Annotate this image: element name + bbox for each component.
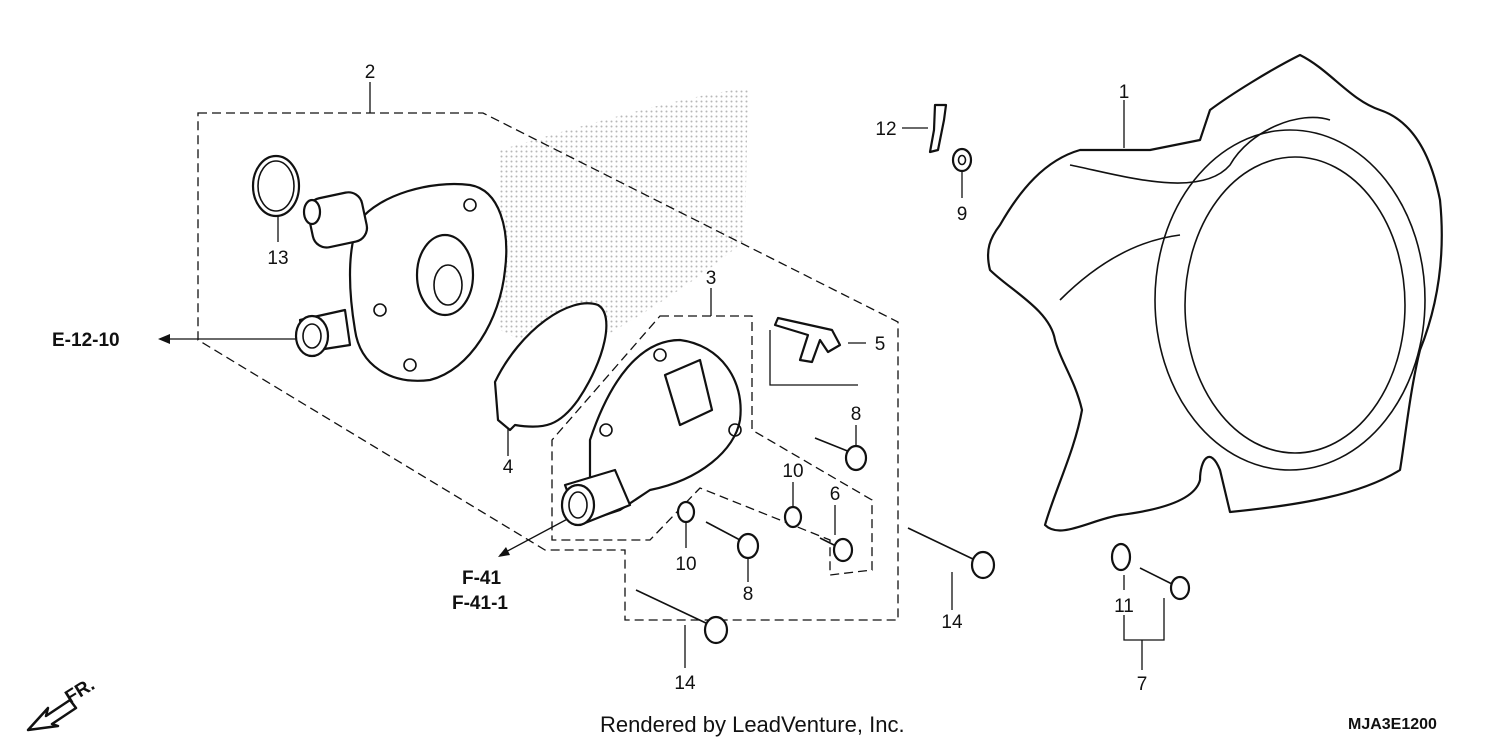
diagram-code: MJA3E1200 bbox=[1348, 716, 1437, 733]
callout-8-upper: 8 bbox=[851, 404, 862, 425]
clip-part-12 bbox=[928, 103, 948, 154]
washer-part-10-left bbox=[676, 500, 696, 524]
callout-10-right: 10 bbox=[782, 461, 803, 482]
reference-e-12-10[interactable]: E-12-10 bbox=[52, 330, 120, 351]
credit-text: Rendered by LeadVenture, Inc. bbox=[600, 712, 905, 737]
assembly-2-dashed-frame bbox=[197, 112, 899, 621]
callout-10-left: 10 bbox=[675, 554, 696, 575]
side-cover-round-housing bbox=[1154, 129, 1426, 471]
callout-5: 5 bbox=[875, 334, 886, 355]
side-cover-part-1 bbox=[986, 53, 1443, 532]
grommet-part-11 bbox=[1110, 542, 1132, 572]
bracket-part-5 bbox=[773, 316, 842, 364]
bolt-part-6 bbox=[819, 537, 854, 563]
bolt-part-7 bbox=[1139, 567, 1191, 601]
callout-3: 3 bbox=[706, 268, 717, 289]
bolt-part-8-upper bbox=[814, 437, 868, 472]
callout-4: 4 bbox=[503, 457, 514, 478]
grommet-part-9-hole bbox=[957, 154, 967, 166]
callout-12: 12 bbox=[875, 119, 896, 140]
gasket-part-4 bbox=[493, 302, 608, 432]
stipple-shading bbox=[500, 88, 748, 360]
callout-2: 2 bbox=[365, 62, 376, 83]
assembly-3-dashed-frame bbox=[551, 315, 873, 576]
bolt-part-8-lower bbox=[705, 521, 760, 560]
callout-1: 1 bbox=[1119, 82, 1130, 103]
pump-cover-part-3 bbox=[560, 338, 742, 527]
callout-13: 13 bbox=[267, 248, 288, 269]
callout-11: 11 bbox=[1114, 596, 1134, 617]
side-cover-round-housing-inner bbox=[1184, 156, 1406, 454]
grommet-part-9 bbox=[951, 147, 973, 173]
callout-14-center: 14 bbox=[941, 612, 963, 633]
callout-6: 6 bbox=[830, 484, 841, 505]
reference-f-41-1[interactable]: F-41-1 bbox=[452, 593, 508, 614]
long-bolt-part-14-center bbox=[907, 527, 996, 580]
reference-labels: E-12-10 F-41 F-41-1 bbox=[52, 330, 508, 614]
callout-8-lower: 8 bbox=[743, 584, 754, 605]
leader-lines bbox=[158, 82, 1165, 670]
washer-part-10-right bbox=[783, 505, 803, 529]
o-ring-part-13 bbox=[251, 154, 301, 218]
bracket-part-5-frame bbox=[769, 330, 858, 386]
water-pump-part-2 bbox=[294, 183, 508, 382]
callout-9: 9 bbox=[957, 204, 968, 225]
callout-14-left: 14 bbox=[674, 673, 696, 694]
callout-7: 7 bbox=[1137, 674, 1148, 695]
callout-numbers: 1 2 3 4 5 6 7 8 8 9 10 10 11 12 13 14 14 bbox=[267, 62, 1147, 695]
reference-f-41[interactable]: F-41 bbox=[462, 568, 502, 589]
long-bolt-part-14-left bbox=[635, 589, 729, 645]
o-ring-part-13-inner bbox=[257, 160, 295, 212]
side-cover-ridge bbox=[1059, 116, 1331, 301]
front-direction-arrow: FR. bbox=[26, 674, 99, 732]
